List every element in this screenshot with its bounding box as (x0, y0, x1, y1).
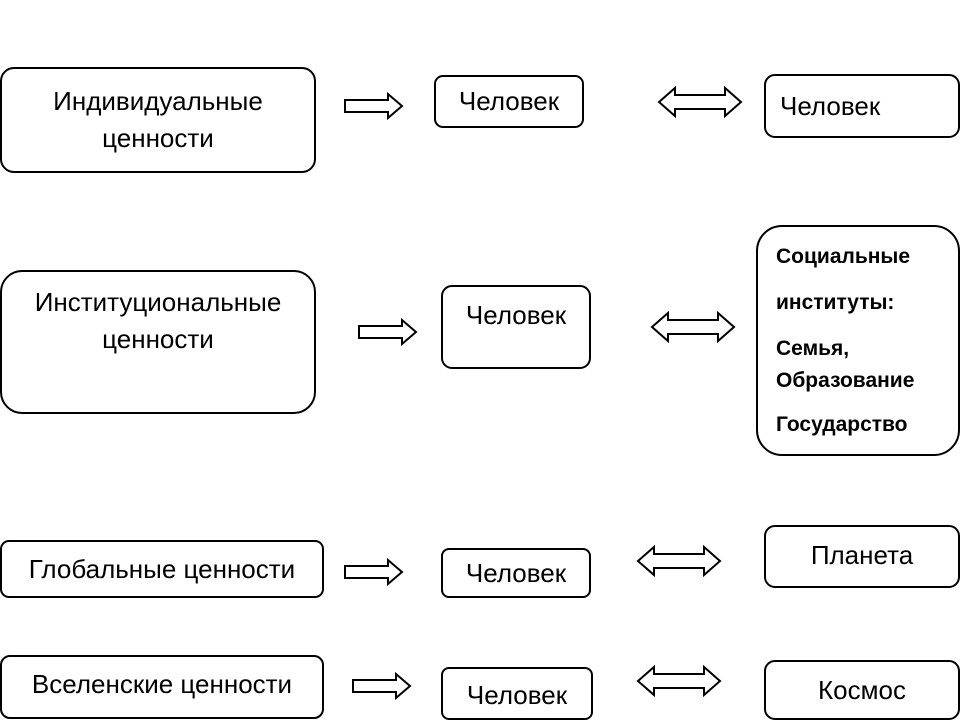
double-arrow-universal (636, 664, 722, 698)
social-institutions-box: Социальные институты: Семья, Образование… (756, 225, 960, 456)
social-line-2: институты: (776, 291, 895, 314)
right-arrow-universal (352, 671, 412, 701)
target-label-individual: Человек (780, 91, 881, 121)
person-label-universal: Человек (466, 680, 568, 711)
category-label-individual: Индивидуальные ценности (53, 86, 263, 153)
person-box-global: Человек (441, 548, 591, 598)
person-label-individual: Человек (458, 86, 560, 117)
person-label-global: Человек (465, 557, 567, 588)
category-box-individual: Индивидуальные ценности (0, 67, 316, 173)
category-label-institutional: Институциональные ценности (34, 287, 282, 354)
right-arrow-global (344, 557, 404, 587)
category-box-global: Глобальные ценности (0, 540, 324, 598)
double-arrow-individual (657, 85, 743, 119)
category-box-institutional: Институциональные ценности (0, 270, 316, 414)
right-arrow-individual (344, 91, 404, 121)
target-label-global: Планета (810, 540, 914, 570)
category-box-universal: Вселенские ценности (0, 655, 324, 719)
target-box-individual: Человек (764, 74, 960, 138)
double-arrow-institutional (650, 310, 736, 344)
social-line-5: Государство (776, 413, 908, 436)
social-line-4: Образование (776, 369, 915, 392)
social-line-1: Социальные (776, 245, 911, 268)
target-box-universal: Космос (764, 660, 960, 720)
double-arrow-global (636, 544, 722, 578)
target-box-global: Планета (764, 525, 960, 588)
person-label-institutional: Человек (465, 300, 567, 330)
category-label-global: Глобальные ценности (28, 553, 296, 584)
person-box-institutional: Человек (441, 285, 591, 369)
target-label-universal: Космос (818, 674, 906, 705)
right-arrow-institutional (358, 317, 418, 347)
social-line-3: Семья, (776, 337, 850, 360)
person-box-individual: Человек (434, 75, 584, 128)
person-box-universal: Человек (441, 667, 593, 720)
category-label-universal: Вселенские ценности (31, 668, 293, 699)
